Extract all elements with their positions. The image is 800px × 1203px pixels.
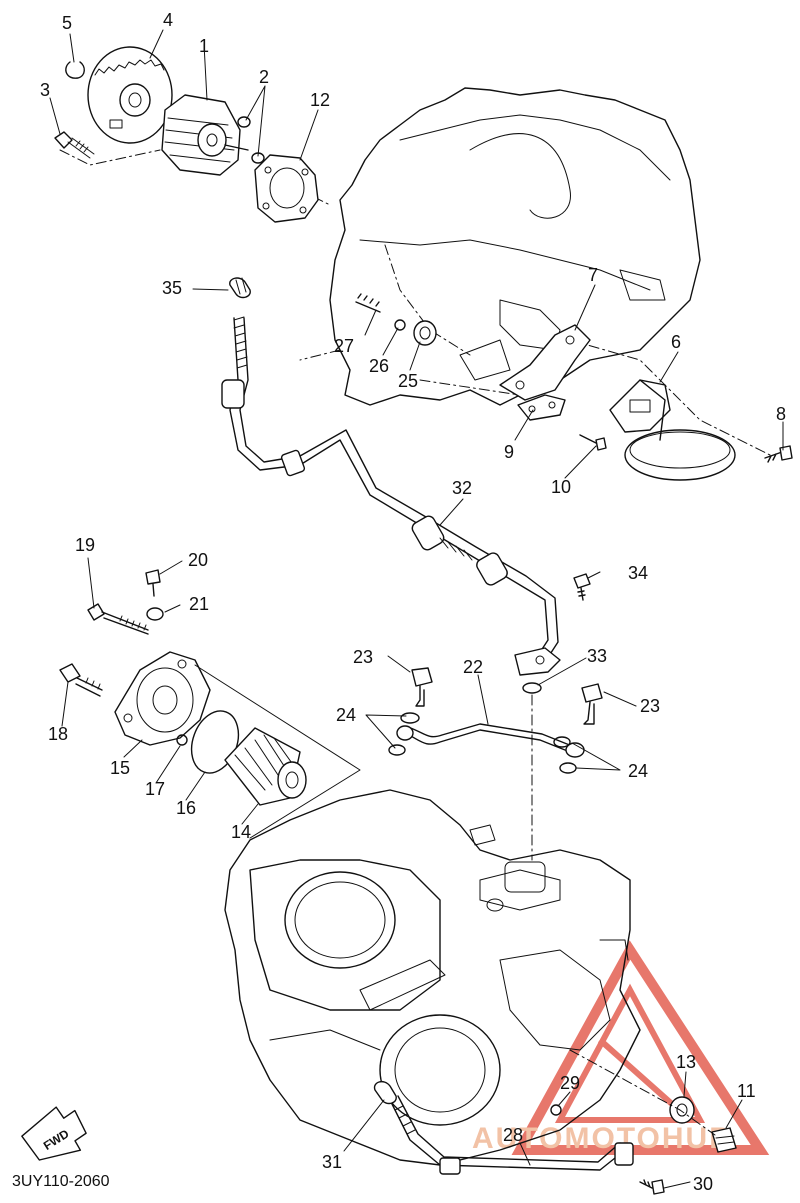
crankcase-cover-outline xyxy=(299,87,701,406)
callout-24-left: 24 xyxy=(336,705,356,725)
watermark-text: AUTOMOTOHUB xyxy=(472,1122,733,1155)
part-3-bolt xyxy=(54,131,95,159)
callout-1: 1 xyxy=(199,36,209,56)
forward-arrow-icon xyxy=(21,1106,87,1161)
part-18-bolt xyxy=(59,663,103,697)
callout-6: 6 xyxy=(671,332,681,352)
callout-20: 20 xyxy=(188,550,208,570)
diagram-code: 3UY110-2060 xyxy=(12,1173,110,1190)
callout-9: 9 xyxy=(504,442,514,462)
callout-33: 33 xyxy=(587,646,607,666)
part-29-o-ring xyxy=(550,1104,562,1116)
part-23-union-bolt-right xyxy=(581,683,603,725)
part-27-dowel xyxy=(355,293,381,313)
part-10-bolt xyxy=(579,434,607,451)
part-23-union-bolt-left xyxy=(411,667,433,707)
filter-pointer-line xyxy=(194,664,361,839)
part-30-bolt xyxy=(639,1179,665,1195)
callout-34: 34 xyxy=(628,563,648,583)
callout-8: 8 xyxy=(776,404,786,424)
callout-17: 17 xyxy=(145,779,165,799)
callout-13: 13 xyxy=(676,1052,696,1072)
callout-26: 26 xyxy=(369,356,389,376)
part-22-oil-pipe xyxy=(396,723,585,758)
callout-10: 10 xyxy=(551,477,571,497)
callout-12: 12 xyxy=(310,90,330,110)
part-12-gasket xyxy=(254,154,319,223)
callout-31: 31 xyxy=(322,1152,342,1172)
part-34-bolt xyxy=(573,573,591,601)
callout-25: 25 xyxy=(398,371,418,391)
part-26-o-ring xyxy=(394,319,406,331)
part-25-plug xyxy=(413,320,437,346)
part-1-oil-pump xyxy=(161,94,249,176)
callout-22: 22 xyxy=(463,657,483,677)
callout-14: 14 xyxy=(231,822,251,842)
part-11-drain-plug xyxy=(711,1127,737,1153)
callout-18: 18 xyxy=(48,724,68,744)
part-21-washer xyxy=(146,607,164,621)
part-4-pump-drive-gear xyxy=(87,46,173,144)
callout-24-right: 24 xyxy=(628,761,648,781)
part-15-filter-cover xyxy=(114,651,211,746)
part-35-clamp xyxy=(229,277,251,299)
callout-27: 27 xyxy=(334,336,354,356)
callout-5: 5 xyxy=(62,13,72,33)
part-28-oil-pipe xyxy=(389,1095,634,1175)
part-7-bracket xyxy=(499,324,591,401)
callout-15: 15 xyxy=(110,758,130,778)
lower-crankcase xyxy=(224,789,641,1166)
callout-32: 32 xyxy=(452,478,472,498)
part-13-gasket xyxy=(669,1096,695,1124)
part-6-oil-strainer xyxy=(609,379,736,481)
part-14-oil-filter xyxy=(224,727,307,806)
part-32-oil-pipe xyxy=(221,316,561,676)
callout-30: 30 xyxy=(693,1174,713,1194)
part-19-bolt xyxy=(87,603,149,635)
part-24-washers xyxy=(388,712,577,774)
part-33-washer xyxy=(522,682,542,694)
callout-23-left: 23 xyxy=(353,647,373,667)
callout-29: 29 xyxy=(560,1073,580,1093)
callout-16: 16 xyxy=(176,798,196,818)
callout-2: 2 xyxy=(259,67,269,87)
callout-35: 35 xyxy=(162,278,182,298)
callout-21: 21 xyxy=(189,594,209,614)
part-5-circlip xyxy=(65,61,85,79)
callout-11: 11 xyxy=(737,1081,756,1101)
leader-lines xyxy=(49,29,784,1189)
part-20-bolt xyxy=(145,569,161,597)
part-17-o-ring xyxy=(176,734,188,746)
callout-4: 4 xyxy=(163,10,173,30)
callout-28: 28 xyxy=(503,1125,523,1145)
assembly-line-strainer xyxy=(569,339,771,456)
callout-23-right: 23 xyxy=(640,696,660,716)
part-31-clamp xyxy=(373,1080,397,1105)
watermark-logo xyxy=(511,940,770,1155)
callout-7: 7 xyxy=(588,265,598,285)
callout-19: 19 xyxy=(75,535,95,555)
callout-3: 3 xyxy=(40,80,50,100)
assembly-line-lower xyxy=(531,694,716,1136)
